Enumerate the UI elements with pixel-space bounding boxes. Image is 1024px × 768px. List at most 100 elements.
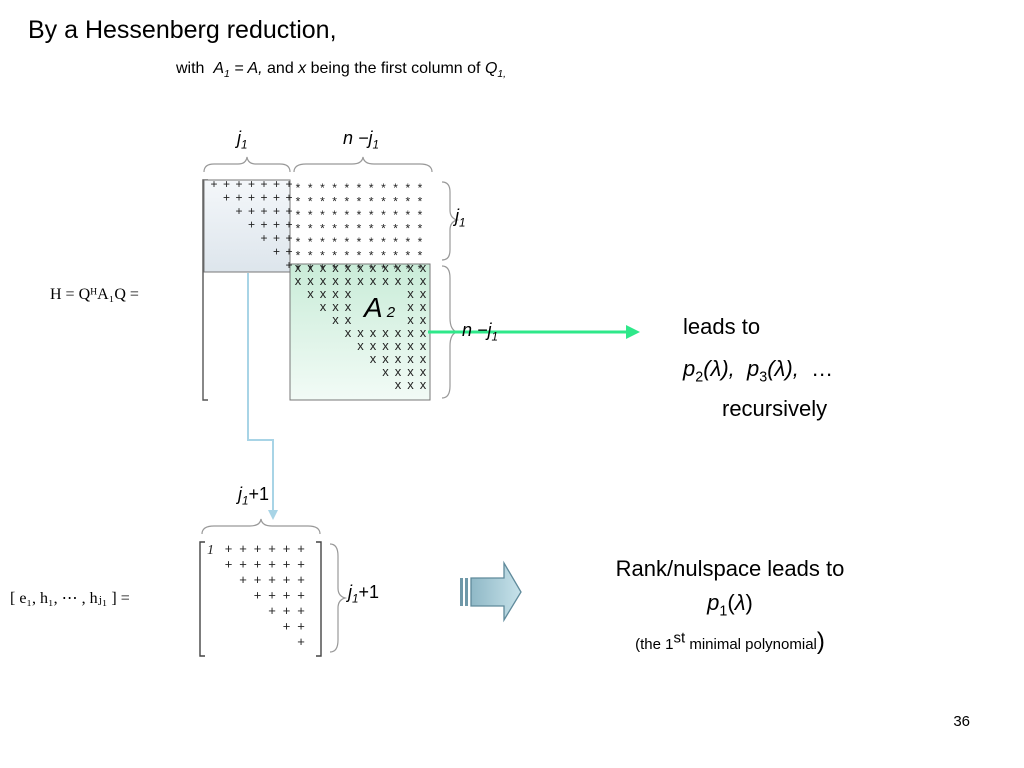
plus-entry: + [283,557,291,572]
star-entry: * [344,262,349,276]
p1-lambda: λ [734,590,746,615]
plus-entry: + [235,177,242,191]
subtitle-and: and [267,60,294,77]
x-entry: x [370,273,377,288]
star-entry: * [393,208,398,222]
subtitle-q: Q [484,60,498,77]
star-entry: * [344,222,349,236]
x-entry: x [407,351,414,366]
star-entry: * [332,195,337,209]
x-entry: x [407,299,414,314]
star-entry: * [344,208,349,222]
plus-entry: + [285,177,292,191]
x-entry: x [395,338,402,353]
plus-entry: + [235,191,242,205]
plus-entry: + [225,557,233,572]
note-open: (the 1 [635,636,674,653]
star-entry: * [418,195,423,209]
plus-entry: + [248,204,255,218]
plus-entry: + [273,191,280,205]
x-entry: x [407,286,414,301]
plus-entry: + [297,619,305,634]
star-entry: * [296,195,301,209]
plus-entry: + [297,541,305,556]
leads-to-text: leads to [683,314,761,339]
star-entry: * [320,249,325,263]
star-entry: * [308,181,313,195]
star-entry: * [308,262,313,276]
x-entry: x [420,364,427,379]
p3-symbol: p [747,356,760,381]
plus-entry: + [260,204,267,218]
plus-entry: + [239,557,247,572]
top-right-star-entries: ****************************************… [296,181,423,276]
star-entry: * [296,181,301,195]
subtitle-with: with [176,60,205,77]
star-entry: * [332,222,337,236]
x-entry: x [345,260,352,275]
star-entry: * [296,208,301,222]
green-arrow-head [626,325,640,339]
top-label-j1-main: j [237,128,241,148]
bottom-top-label: j1+1 [238,484,269,508]
plus-entry: + [223,177,230,191]
star-entry: * [320,208,325,222]
slide-title: By a Hessenberg reduction, [28,16,337,44]
star-entry: * [393,181,398,195]
plus-entry: + [283,603,291,618]
x-entry: x [345,312,352,327]
x-entry: x [420,377,427,392]
star-entry: * [393,262,398,276]
plus-entry: + [248,177,255,191]
right-brace-j1 [441,181,460,261]
star-entry: * [296,249,301,263]
star-entry: * [332,249,337,263]
note-rest: minimal polynomial [685,636,817,653]
ellipsis: … [811,356,834,381]
star-entry: * [393,222,398,236]
x-entry: x [320,299,327,314]
right-label-j1: j1 [455,206,466,230]
plus-entry: + [225,541,233,556]
plus-entry: + [268,541,276,556]
star-entry: * [381,195,386,209]
plus-entry: + [260,231,267,245]
plus-entry: + [273,218,280,232]
bottom-top-label-suffix: +1 [248,484,270,504]
a2-label-main: A [364,292,383,323]
star-entry: * [369,208,374,222]
x-entry: x [332,299,339,314]
subtitle-line: with A1 = A, and x being the first colum… [176,60,506,80]
plus-entry: + [285,218,292,232]
star-entry: * [405,208,410,222]
x-entry: x [420,299,427,314]
bottom-plus-entries: +++++++++++++++++++++++++++ [225,541,305,649]
star-entry: * [320,195,325,209]
minimal-polynomial-note: (the 1st minimal polynomial) [570,628,890,656]
star-entry: * [369,195,374,209]
x-entry: x [307,286,314,301]
plus-entry: + [268,603,276,618]
plus-entry: + [297,588,305,603]
star-entry: * [418,262,423,276]
plus-entry: + [235,204,242,218]
x-entry: x [307,260,314,275]
fat-arrow-icon [460,560,522,623]
plus-entry: + [283,572,291,587]
x-entry: x [407,325,414,340]
star-entry: * [393,195,398,209]
bottom-top-brace [201,518,321,535]
plus-entry: + [273,245,280,259]
x-entry: x [395,351,402,366]
x-entry: x [382,260,389,275]
polynomial-sequence: p2(λ), p3(λ), … [683,356,833,385]
plus-entry: + [273,204,280,218]
x-entry: x [345,286,352,301]
p3-arg: (λ), [767,356,799,381]
plus-entry: + [254,541,262,556]
x-entry: x [332,286,339,301]
star-entry: * [369,262,374,276]
star-entry: * [320,262,325,276]
bottom-first-entry: 1 [207,543,214,558]
